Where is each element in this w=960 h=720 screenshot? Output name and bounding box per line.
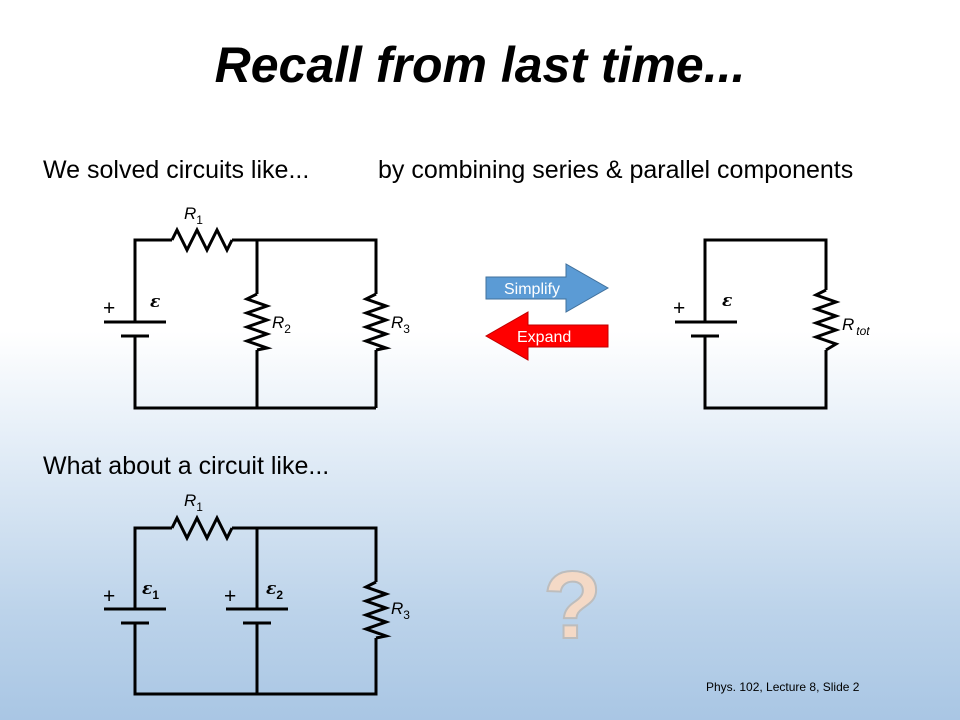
resistor-r2-symbol xyxy=(242,292,273,352)
slide-footer: Phys. 102, Lecture 8, Slide 2 xyxy=(706,680,860,694)
r2-label: R2 xyxy=(272,313,291,336)
expand-arrow-label: Expand xyxy=(517,329,571,346)
battery-plus-sign: + xyxy=(103,297,115,320)
simplify-arrow-label: Simplify xyxy=(504,281,560,298)
text-what-about: What about a circuit like... xyxy=(43,452,330,480)
circuit-1: + ε R1 R2 R3 xyxy=(103,204,410,410)
resistor-r3-symbol xyxy=(361,580,392,640)
slide-title: Recall from last time... xyxy=(214,37,746,93)
resistor-r3-symbol xyxy=(361,292,392,352)
r1-label: R1 xyxy=(184,204,203,227)
question-mark: ? xyxy=(543,552,602,659)
r3-label: R3 xyxy=(391,313,410,336)
emf-label: ε xyxy=(150,292,160,312)
resistor-rtot-symbol xyxy=(811,288,841,352)
circuit-2-wires xyxy=(133,526,378,696)
r1-label: R1 xyxy=(184,491,203,514)
resistor-r1-symbol xyxy=(170,226,234,254)
emf2-label: ε2 xyxy=(266,579,283,602)
text-combining-components: by combining series & parallel component… xyxy=(378,156,854,184)
emf-label: ε xyxy=(722,291,732,311)
text-solved-circuits: We solved circuits like... xyxy=(43,156,310,184)
r3-label: R3 xyxy=(391,599,410,622)
expand-arrow-shape xyxy=(484,311,609,361)
circuit-2: + + ε1 ε2 R1 R3 xyxy=(103,491,410,696)
emf1-label: ε1 xyxy=(142,579,159,602)
simplified-wires xyxy=(703,238,828,410)
resistor-r1-symbol xyxy=(170,514,234,542)
battery-2-plus-sign: + xyxy=(224,585,236,608)
simplify-arrow: Simplify xyxy=(485,263,610,313)
battery-1-plus-sign: + xyxy=(103,585,115,608)
simplify-arrow-shape xyxy=(485,263,610,313)
battery-plus-sign: + xyxy=(673,297,685,320)
expand-arrow: Expand xyxy=(484,311,609,361)
circuit-1-wires xyxy=(133,238,378,410)
